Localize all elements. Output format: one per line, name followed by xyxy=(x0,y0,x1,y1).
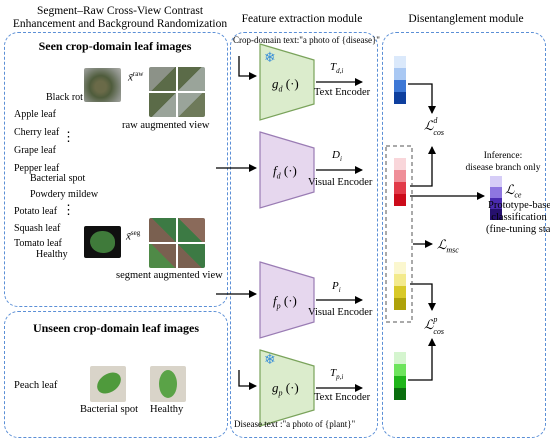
loss-ce: ℒce xyxy=(505,182,522,200)
raw-augmented-label: raw augmented view xyxy=(122,120,210,131)
visual-encoder-fp-shape xyxy=(259,261,315,339)
label-unseen-bacterial-spot: Bacterial spot xyxy=(80,404,139,415)
yellow-bar-cell xyxy=(394,286,406,298)
Di-label: Di xyxy=(332,149,342,164)
text-encoder-label-top: Text Encoder xyxy=(314,87,371,98)
visual-encoder-label-top: Visual Encoder xyxy=(308,177,373,188)
right-header: Disentanglement module xyxy=(408,13,524,25)
purple-bar-cell xyxy=(490,187,502,198)
peach-healthy-image xyxy=(150,366,186,402)
red-bar-cell xyxy=(394,194,406,206)
text-feature-bar-green xyxy=(394,352,406,400)
visual-encoder-label-bottom: Visual Encoder xyxy=(308,307,373,318)
purple-bar-cell xyxy=(490,198,502,209)
green-bar-cell xyxy=(394,376,406,388)
green-bar-cell xyxy=(394,388,406,400)
green-bar-cell xyxy=(394,364,406,376)
black-rot-leaf-image xyxy=(84,68,121,102)
unseen-panel xyxy=(4,311,228,438)
red-bar-cell xyxy=(394,170,406,182)
healthy-leaf-image xyxy=(84,226,121,258)
feature-extraction-panel xyxy=(230,32,378,438)
label-black-rot: Black rot xyxy=(46,92,83,103)
blue-bar-cell xyxy=(394,56,406,68)
Tp-label: Tp,i xyxy=(330,367,344,382)
label-bacterial-spot: Bacterial spot xyxy=(30,173,86,184)
label-powdery-mildew: Powdery mildew xyxy=(30,189,99,200)
gd-label: gd (·) xyxy=(272,76,299,94)
label-unseen-healthy: Healthy xyxy=(150,404,184,415)
peach-bacterial-spot-image xyxy=(90,366,126,402)
label-tomato-leaf: Tomato leaf xyxy=(14,238,62,249)
text-encoder-label-bottom: Text Encoder xyxy=(314,392,371,403)
Pi-label: Pi xyxy=(332,280,341,295)
ellipsis-2: ⋮ xyxy=(62,202,75,217)
blue-bar-cell xyxy=(394,92,406,104)
yellow-bar-cell xyxy=(394,262,406,274)
red-bar-cell xyxy=(394,182,406,194)
purple-bar-cell xyxy=(490,176,502,187)
visual-encoder-fd-shape xyxy=(259,131,315,209)
yellow-bar-cell xyxy=(394,298,406,310)
disentanglement-panel xyxy=(382,32,546,438)
proto-line1: Prototype-based xyxy=(488,200,550,211)
middle-header: Feature extraction module xyxy=(241,13,363,25)
disease-feature-bar-red xyxy=(394,158,406,206)
label-healthy: Healthy xyxy=(36,249,68,260)
label-apple-leaf: Apple leaf xyxy=(14,109,56,120)
yellow-bar-cell xyxy=(394,274,406,286)
seg-symbol: x̃seg xyxy=(126,229,141,243)
text-encoder-gd-shape xyxy=(259,43,315,121)
text-encoder-gp-shape xyxy=(259,349,315,427)
raw-augmented-mosaic xyxy=(149,67,205,117)
label-grape-leaf: Grape leaf xyxy=(14,145,56,156)
fp-label: fp (·) xyxy=(273,293,297,311)
inference-line1: Inference: xyxy=(483,151,523,161)
left-header-line2: Enhancement and Background Randomization xyxy=(12,18,228,30)
text-feature-bar-blue xyxy=(394,56,406,104)
purple-bar-cell xyxy=(490,209,502,220)
inference-line2: disease branch only xyxy=(465,163,541,173)
seen-title: Seen crop-domain leaf images xyxy=(38,39,192,53)
proto-line2: classification xyxy=(491,212,547,223)
label-pepper-leaf: Pepper leaf xyxy=(14,163,60,174)
label-peach-leaf: Peach leaf xyxy=(14,380,58,391)
unseen-title: Unseen crop-domain leaf images xyxy=(32,321,200,335)
Td-label: Td,i xyxy=(330,61,344,76)
msc-group-box xyxy=(385,145,413,323)
label-cherry-leaf: Cherry leaf xyxy=(14,127,60,138)
plant-feature-bar-yellow xyxy=(394,262,406,310)
seen-panel xyxy=(4,32,228,307)
label-squash-leaf: Squash leaf xyxy=(14,223,61,234)
prototype-bar-purple xyxy=(490,176,502,220)
label-potato-leaf: Potato leaf xyxy=(14,206,58,217)
proto-line3: (fine-tuning stage) xyxy=(486,224,550,235)
crop-domain-prompt: Crop-domain text:"a photo of {disease}" xyxy=(233,35,380,45)
ellipsis-1: ⋮ xyxy=(62,129,75,144)
raw-symbol: x̃raw xyxy=(128,70,144,84)
snowflake-icon-top: ❄ xyxy=(264,51,276,66)
fd-label: fd (·) xyxy=(273,163,297,181)
red-bar-cell xyxy=(394,158,406,170)
left-header-line1: Segment–Raw Cross-View Contrast xyxy=(36,5,204,17)
gp-label: gp (·) xyxy=(272,380,299,398)
snowflake-icon-bottom: ❄ xyxy=(264,353,276,368)
blue-bar-cell xyxy=(394,80,406,92)
segment-augmented-label: segment augmented view xyxy=(116,270,223,281)
blue-bar-cell xyxy=(394,68,406,80)
green-bar-cell xyxy=(394,352,406,364)
segment-augmented-mosaic xyxy=(149,218,205,268)
loss-msc: ℒmsc xyxy=(437,237,459,255)
disease-text-prompt: Disease text :"a photo of {plant}" xyxy=(234,419,356,429)
